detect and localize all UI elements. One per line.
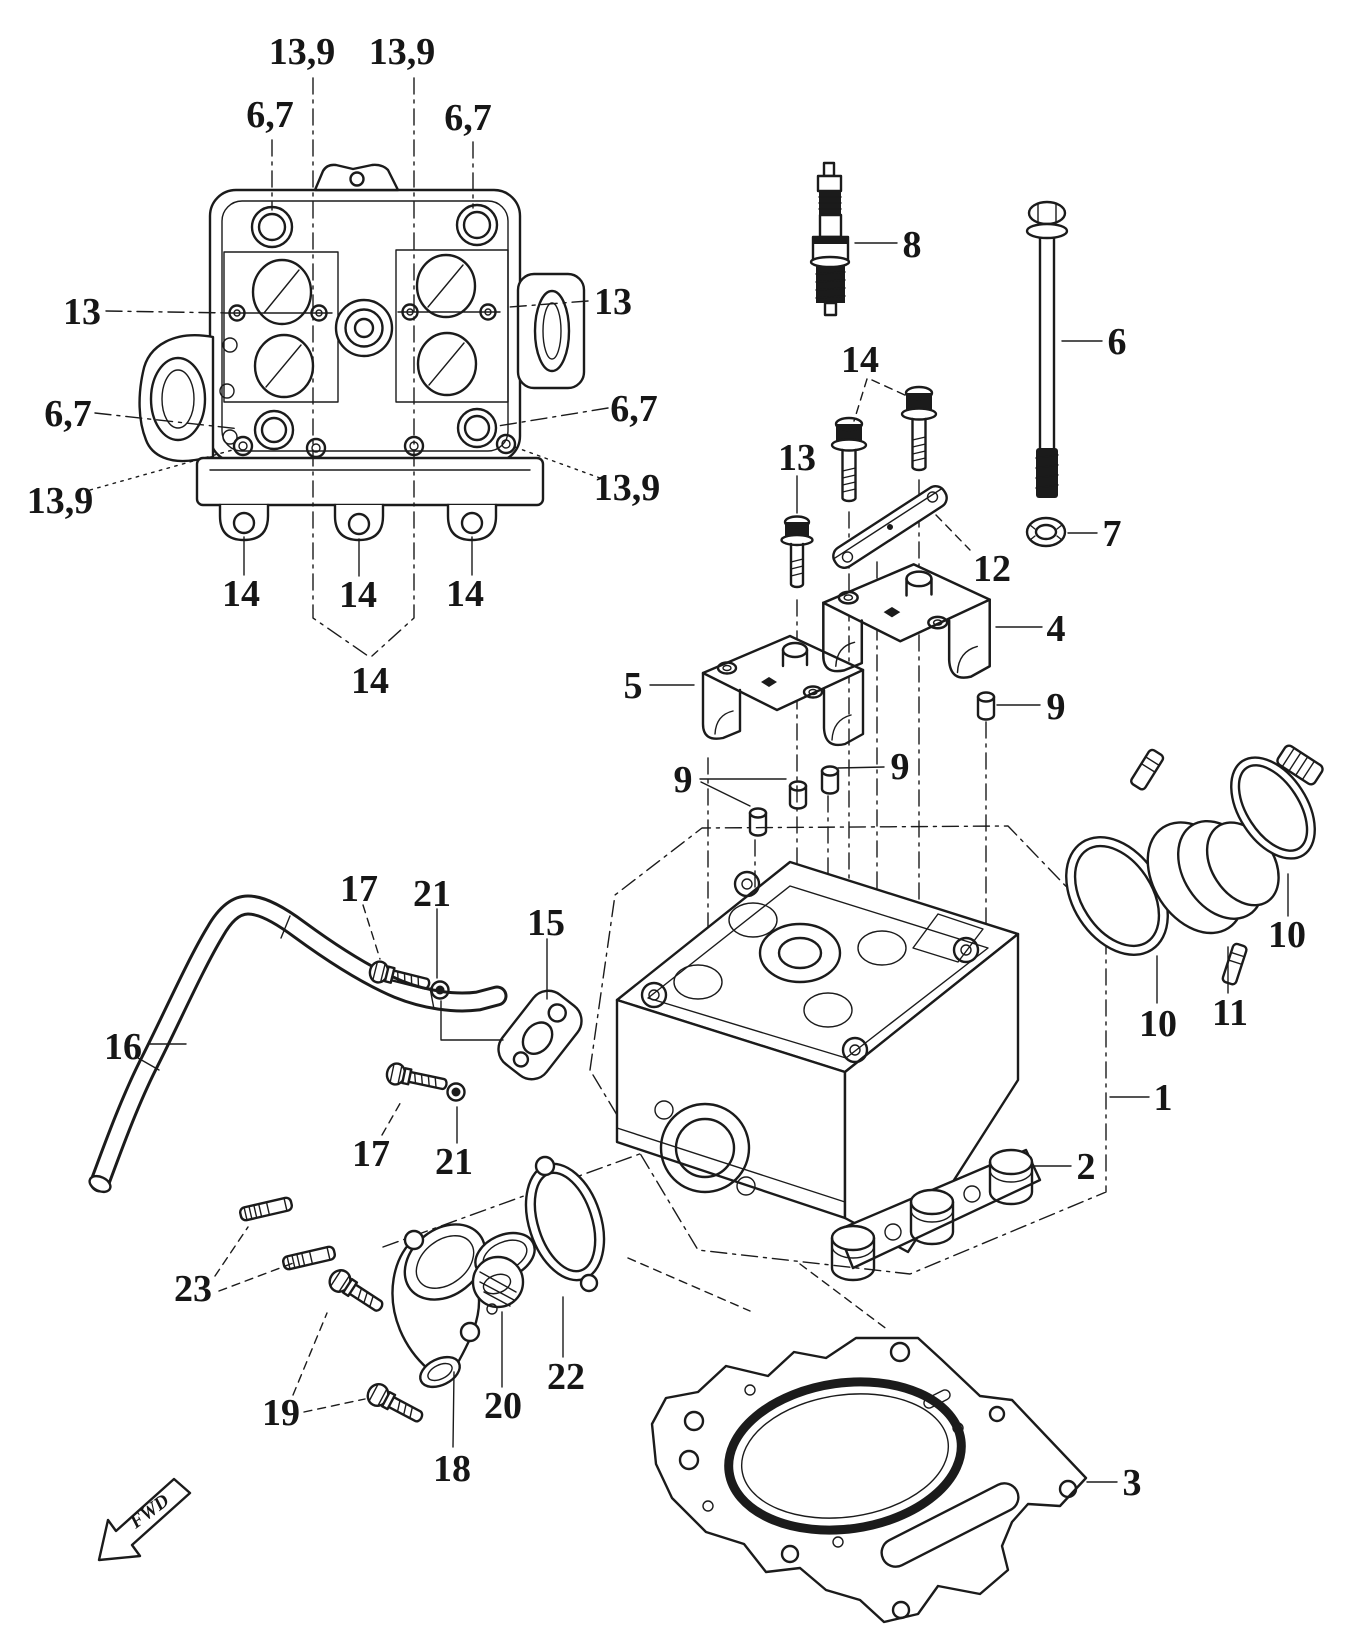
water-pipe-joint-flange bbox=[497, 989, 583, 1081]
spark-plug bbox=[809, 161, 851, 317]
callout-label-15: 15 bbox=[527, 902, 565, 944]
fwd-direction-arrow: FWD bbox=[97, 1477, 192, 1562]
cylinder-head-gasket bbox=[650, 1336, 1088, 1624]
flange-bolt-13 bbox=[780, 515, 814, 589]
water-pipe bbox=[88, 894, 508, 1194]
leader-line bbox=[381, 1099, 403, 1136]
joint-clamp-bolt bbox=[1221, 942, 1248, 986]
callout-label-20: 20 bbox=[484, 1385, 522, 1427]
leader-lines bbox=[89, 77, 1289, 1483]
callout-label-10: 10 bbox=[1268, 914, 1306, 956]
stud-23-upper bbox=[238, 1195, 294, 1223]
leader-line bbox=[362, 904, 381, 960]
reference-line bbox=[440, 1000, 504, 1041]
callout-label-22: 22 bbox=[547, 1356, 585, 1398]
callout-label-21: 21 bbox=[435, 1141, 473, 1183]
cover-bolt-19-lower bbox=[362, 1379, 428, 1429]
leader-line bbox=[837, 766, 885, 769]
camshaft-holder-intake bbox=[822, 563, 991, 679]
stud-23-lower bbox=[281, 1244, 337, 1272]
leader-line bbox=[497, 407, 609, 427]
leader-line bbox=[627, 1257, 751, 1312]
callout-label-9: 9 bbox=[891, 746, 910, 788]
cover-bolt-19-upper bbox=[324, 1265, 389, 1319]
callout-label-17: 17 bbox=[340, 868, 378, 910]
leader-line bbox=[89, 448, 237, 491]
callout-label-5: 5 bbox=[624, 665, 643, 707]
leader-line bbox=[214, 1226, 249, 1277]
callout-label-8: 8 bbox=[903, 224, 922, 266]
leader-line bbox=[105, 310, 231, 314]
callout-label-3: 3 bbox=[1123, 1462, 1142, 1504]
callout-label-12: 12 bbox=[973, 548, 1011, 590]
thermostat-cover-gasket bbox=[524, 1155, 606, 1293]
intake-joint-and-clamps bbox=[1065, 744, 1324, 986]
dowel-pin bbox=[976, 691, 996, 721]
holder-bolt-14-right bbox=[900, 385, 938, 472]
leader-line bbox=[799, 1263, 889, 1331]
seal-washer-21-lower bbox=[446, 1082, 466, 1102]
sealing-washer bbox=[1025, 516, 1067, 548]
callout-label-4: 4 bbox=[1047, 608, 1066, 650]
callout-label-14: 14 bbox=[841, 339, 879, 381]
callout-label-23: 23 bbox=[174, 1268, 212, 1310]
callout-label-2: 2 bbox=[1077, 1146, 1096, 1188]
callout-label-13: 13 bbox=[594, 281, 632, 323]
leader-line bbox=[452, 1371, 455, 1448]
callout-label-6-7: 6,7 bbox=[444, 97, 492, 139]
callout-label-6-7: 6,7 bbox=[246, 94, 294, 136]
cylinder-head-long-bolt bbox=[1025, 200, 1069, 498]
joint-bolt-17-lower bbox=[383, 1060, 450, 1097]
clamp-screw bbox=[1130, 748, 1165, 791]
callout-label-1: 1 bbox=[1154, 1077, 1173, 1119]
cylinder-head-cover-top-view bbox=[138, 163, 586, 542]
callout-label-14: 14 bbox=[222, 573, 260, 615]
callout-label-13-9: 13,9 bbox=[369, 31, 436, 73]
callout-label-16: 16 bbox=[104, 1026, 142, 1068]
dowel-pin bbox=[820, 765, 840, 795]
callout-label-9: 9 bbox=[674, 759, 693, 801]
leader-line bbox=[312, 77, 369, 657]
callout-label-17: 17 bbox=[352, 1133, 390, 1175]
leader-line bbox=[509, 300, 589, 308]
holder-bolt-14-left bbox=[830, 416, 868, 503]
leader-line bbox=[935, 514, 971, 551]
callout-label-13: 13 bbox=[63, 291, 101, 333]
leader-line bbox=[94, 412, 241, 430]
dowel-pin bbox=[788, 780, 808, 810]
callout-label-6-7: 6,7 bbox=[44, 393, 92, 435]
dowel-pin bbox=[748, 807, 768, 837]
callout-label-13: 13 bbox=[778, 437, 816, 479]
leader-line bbox=[218, 1261, 297, 1292]
callout-label-19: 19 bbox=[262, 1392, 300, 1434]
callout-label-13-9: 13,9 bbox=[269, 31, 336, 73]
callout-label-6: 6 bbox=[1108, 321, 1127, 363]
callout-label-21: 21 bbox=[413, 873, 451, 915]
leader-line bbox=[303, 1398, 366, 1413]
leader-line bbox=[371, 77, 415, 657]
callout-label-14: 14 bbox=[339, 574, 377, 616]
callout-label-18: 18 bbox=[433, 1448, 471, 1490]
thermostat bbox=[471, 1231, 536, 1315]
cylinder-head bbox=[615, 860, 1042, 1282]
leader-line bbox=[871, 379, 908, 397]
cam-chain-guide-plate bbox=[832, 485, 948, 569]
leader-line bbox=[511, 445, 601, 479]
callout-label-7: 7 bbox=[1103, 513, 1122, 555]
clamp-screw-housing bbox=[1276, 744, 1324, 786]
leader-line bbox=[853, 378, 868, 422]
callout-label-10: 10 bbox=[1139, 1003, 1177, 1045]
callout-label-9: 9 bbox=[1047, 686, 1066, 728]
callout-label-6-7: 6,7 bbox=[610, 388, 658, 430]
callout-label-14: 14 bbox=[446, 573, 484, 615]
leader-line bbox=[700, 781, 751, 807]
callout-label-14: 14 bbox=[351, 660, 389, 702]
leader-line bbox=[292, 1312, 328, 1396]
callout-label-11: 11 bbox=[1212, 992, 1248, 1034]
callout-label-13-9: 13,9 bbox=[27, 480, 94, 522]
callout-label-13-9: 13,9 bbox=[594, 467, 661, 509]
